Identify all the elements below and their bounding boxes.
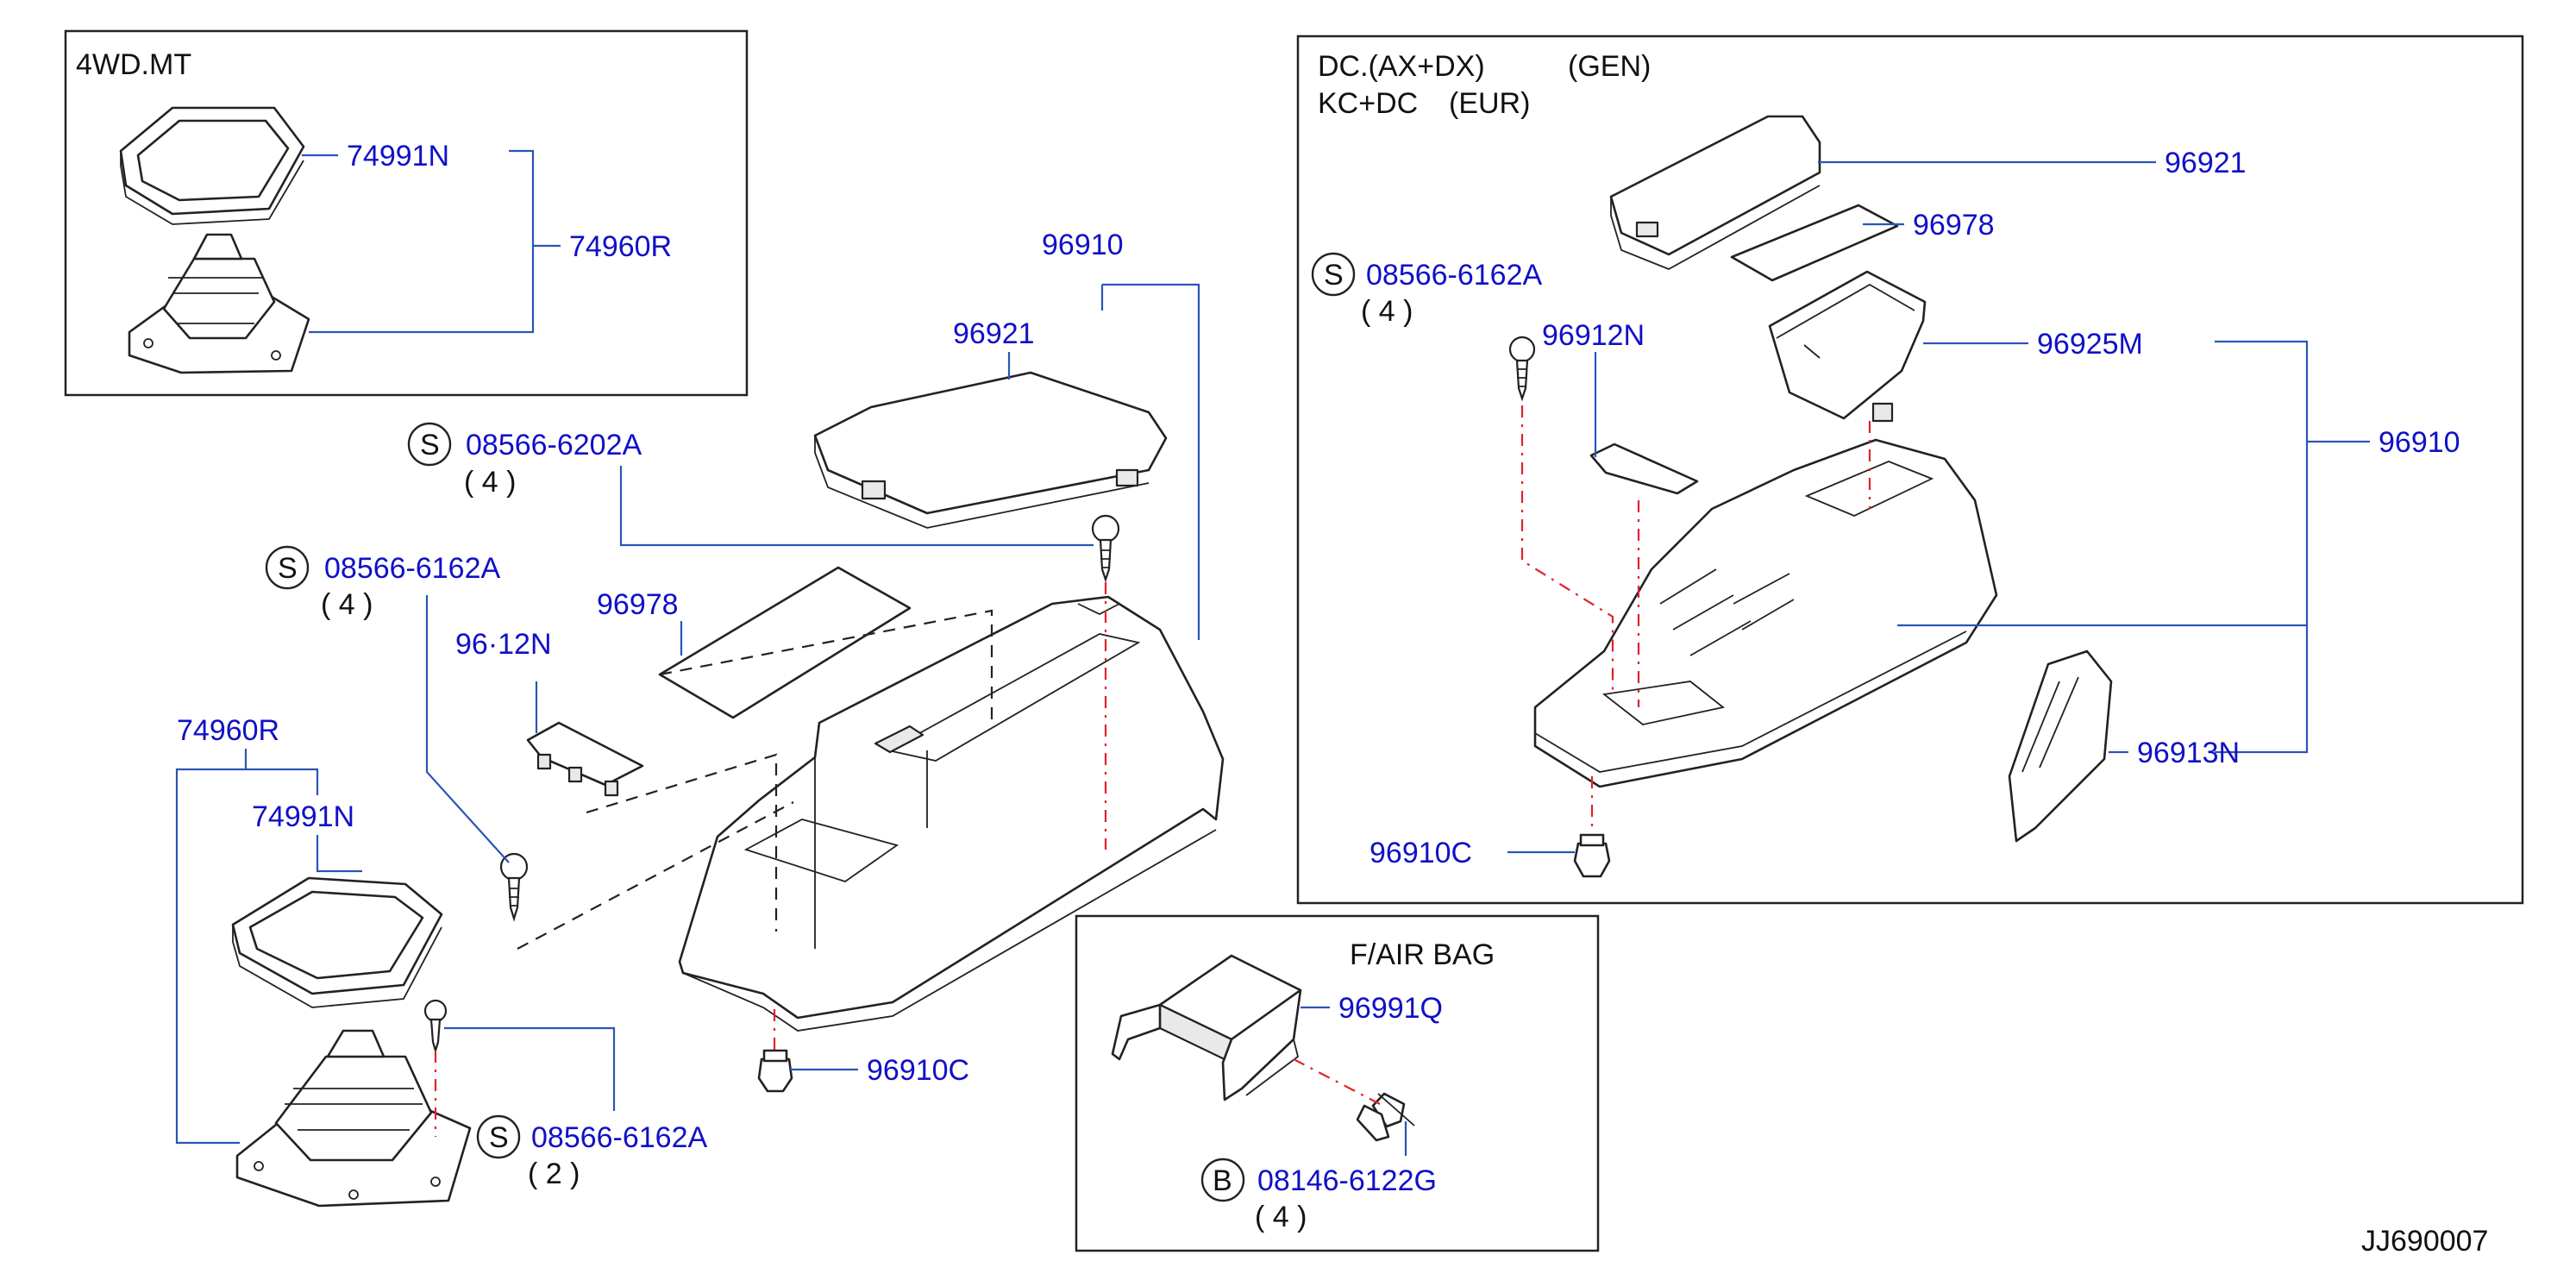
main-phantom-1: [659, 609, 993, 720]
label-main-partial: 96·12N: [455, 628, 552, 661]
label-dc-console: 96910: [2379, 426, 2460, 459]
inset-f-air-bag: F/AIR BAG 96991Q B 08146-6122G ( 4 ): [1075, 914, 1600, 1252]
label-airbag-bracket: 96991Q: [1338, 992, 1443, 1025]
main-assembly: 96910 96921 S 08566-6202A ( 4 ) S 08566-…: [175, 229, 1225, 1208]
inset-dc-title-line1-left: DC.(AX+DX): [1318, 50, 1485, 83]
main-screw-upper-symbol-letter: S: [420, 429, 440, 461]
airbag-bolt-symbol-letter: B: [1213, 1164, 1232, 1197]
dc-mat-drawing: [1730, 204, 1899, 282]
label-main-screw-lower-qty: ( 2 ): [528, 1158, 580, 1190]
inset-boot-plate-drawing: [119, 106, 305, 225]
label-main-clip: 96910C: [867, 1054, 969, 1087]
diagram-code: JJ690007: [2361, 1225, 2488, 1258]
main-clip-drawing: [757, 1049, 793, 1093]
dc-box-drawing: [1768, 270, 1927, 423]
inset-dc-frame: [1296, 35, 2524, 905]
main-screw-lower-symbol: [476, 1114, 521, 1159]
dc-screw-drawing: [1508, 336, 1536, 402]
inset-airbag-frame: [1075, 914, 1600, 1252]
dc-screw-symbol: [1311, 252, 1356, 297]
inset-4wd-mt: 4WD.MT 74991N 74960R: [64, 29, 749, 397]
label-dc-clip: 96910C: [1369, 837, 1472, 869]
main-phantom-2: [586, 753, 778, 932]
label-dc-mat: 96978: [1913, 209, 1995, 242]
leader-inset-assy: [309, 149, 561, 334]
inset-boot-assy-drawing: [128, 233, 310, 374]
main-lid-drawing: [813, 371, 1168, 529]
main-screw-upper-drawing: [1091, 514, 1120, 583]
main-screw-side-symbol-letter: S: [278, 552, 298, 585]
main-screw-lower-symbol-letter: S: [489, 1121, 509, 1154]
inset-dc-title-line1-right: (GEN): [1568, 50, 1651, 83]
main-cover-drawing: [526, 721, 644, 797]
leader-main-screw-lower: [444, 1026, 616, 1111]
label-dc-screw-qty: ( 4 ): [1361, 295, 1413, 328]
label-dc-lid: 96921: [2165, 147, 2247, 179]
label-main-boot-plate: 74991N: [252, 800, 354, 833]
label-main-screw-lower: 08566-6162A: [531, 1121, 708, 1154]
label-inset-boot-assy: 74960R: [569, 230, 672, 263]
leader-dc-console-bracket: [2215, 340, 2370, 754]
main-phantom-3: [517, 801, 794, 950]
label-dc-cover: 96912N: [1542, 319, 1645, 352]
dc-center-line-screw: [1520, 405, 1614, 690]
main-screw-side-drawing: [499, 852, 529, 922]
dc-console-drawing: [1533, 438, 1998, 788]
main-screw-lower-drawing: [423, 999, 448, 1054]
inset-dc-variant: DC.(AX+DX) (GEN) KC+DC (EUR): [1296, 35, 2524, 905]
main-console-drawing: [678, 595, 1225, 1032]
label-airbag-bolt-qty: ( 4 ): [1255, 1201, 1307, 1233]
label-main-boot-assy: 74960R: [177, 714, 279, 747]
leader-main-boot-plate: [316, 835, 362, 873]
label-main-mat: 96978: [597, 588, 679, 621]
airbag-bolt-drawing: [1356, 1092, 1415, 1142]
leader-main-console: [1102, 283, 1200, 640]
airbag-bracket-drawing: [1111, 954, 1302, 1101]
main-mat-drawing: [658, 566, 912, 719]
dc-lid-drawing: [1609, 115, 1821, 270]
main-boot-assy-drawing: [235, 1029, 472, 1208]
dc-clip-drawing: [1573, 833, 1611, 878]
label-dc-screw: 08566-6162A: [1366, 259, 1543, 292]
label-dc-box: 96925M: [2037, 328, 2143, 361]
airbag-center-line: [1293, 1058, 1381, 1105]
inset-4wd-mt-frame: [64, 29, 749, 397]
label-dc-side-panel: 96913N: [2137, 737, 2240, 769]
leader-main-boot-assy: [175, 749, 319, 1145]
label-main-screw-side: 08566-6162A: [324, 552, 501, 585]
dc-cover-drawing: [1589, 442, 1699, 495]
label-main-console: 96910: [1042, 229, 1124, 261]
leader-main-screw-upper: [619, 466, 1094, 547]
main-screw-upper-symbol: [407, 422, 452, 467]
label-inset-boot-plate: 74991N: [347, 140, 449, 173]
label-main-screw-side-qty: ( 4 ): [321, 588, 373, 621]
inset-dc-title-line2-left: KC+DC: [1318, 87, 1418, 120]
inset-airbag-title: F/AIR BAG: [1350, 938, 1495, 971]
main-boot-plate-drawing: [231, 876, 443, 1008]
label-airbag-bolt: 08146-6122G: [1257, 1164, 1437, 1197]
leader-main-screw-side: [425, 595, 510, 863]
dc-side-panel-drawing: [2008, 649, 2113, 843]
label-main-lid: 96921: [953, 317, 1035, 350]
dc-screw-symbol-letter: S: [1324, 259, 1344, 292]
main-screw-side-symbol: [265, 545, 310, 590]
label-main-screw-upper-qty: ( 4 ): [464, 466, 516, 499]
airbag-bolt-symbol: [1200, 1158, 1245, 1202]
inset-4wd-mt-title: 4WD.MT: [76, 48, 191, 81]
label-main-screw-upper: 08566-6202A: [466, 429, 642, 461]
inset-dc-title-line2-right: (EUR): [1449, 87, 1530, 120]
